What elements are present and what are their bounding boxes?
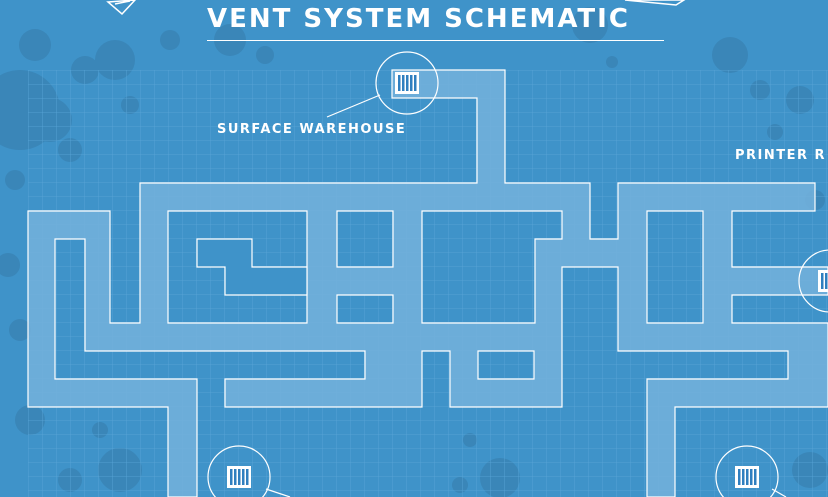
title-underline bbox=[207, 40, 664, 41]
page-title: Vent System Schematic bbox=[207, 4, 630, 34]
vent-bottom-right[interactable] bbox=[715, 445, 787, 497]
vent-printer-room[interactable] bbox=[798, 249, 828, 313]
vent-network bbox=[27, 69, 828, 497]
location-label-surface-warehouse: Surface Warehouse bbox=[217, 122, 407, 137]
paper-plane-icon bbox=[624, 0, 686, 6]
vent-warehouse[interactable] bbox=[326, 51, 439, 118]
paper-plane-icon bbox=[106, 0, 137, 16]
location-label-printer-room: Printer R bbox=[735, 148, 827, 163]
vent-inner-walls bbox=[196, 238, 308, 296]
vent-bottom-left[interactable] bbox=[207, 445, 291, 497]
